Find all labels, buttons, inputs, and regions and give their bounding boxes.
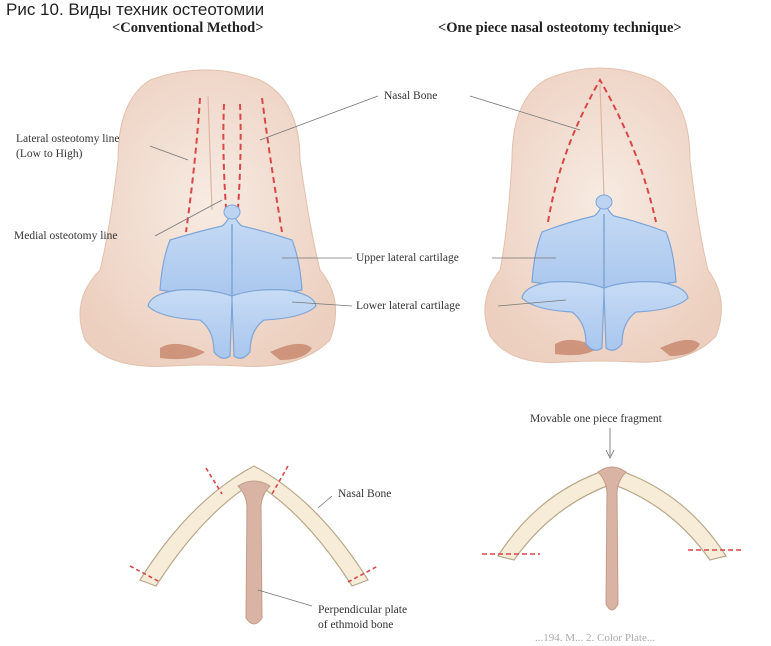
figure-title: Рис 10. Виды техник остеотомии: [6, 0, 264, 20]
label-nasal-bone-bottom: Nasal Bone: [338, 487, 391, 502]
footer-caption: ...194. M... 2. Color Plate...: [535, 632, 655, 644]
left-perpendicular-plate: [238, 481, 270, 624]
left-nose-diagram: [80, 70, 336, 366]
label-lateral-low-to-high: (Low to High): [16, 147, 82, 162]
right-nose-diagram: [485, 68, 722, 362]
label-upper-lateral-cartilage: Upper lateral cartilage: [356, 251, 459, 266]
conventional-method-heading: <Conventional Method>: [112, 20, 263, 37]
one-piece-technique-heading: <One piece nasal osteotomy technique>: [438, 20, 682, 37]
label-nasal-bone-top: Nasal Bone: [384, 89, 437, 104]
label-lower-lateral-cartilage: Lower lateral cartilage: [356, 299, 460, 314]
right-cross-section: [482, 428, 744, 610]
label-movable-fragment: Movable one piece fragment: [530, 412, 662, 427]
label-ethmoid-bone: of ethmoid bone: [318, 618, 393, 633]
label-lateral-osteotomy-line: Lateral osteotomy line: [16, 132, 119, 147]
label-medial-osteotomy-line: Medial osteotomy line: [14, 229, 117, 244]
label-perpendicular-plate: Perpendicular plate: [318, 603, 407, 618]
